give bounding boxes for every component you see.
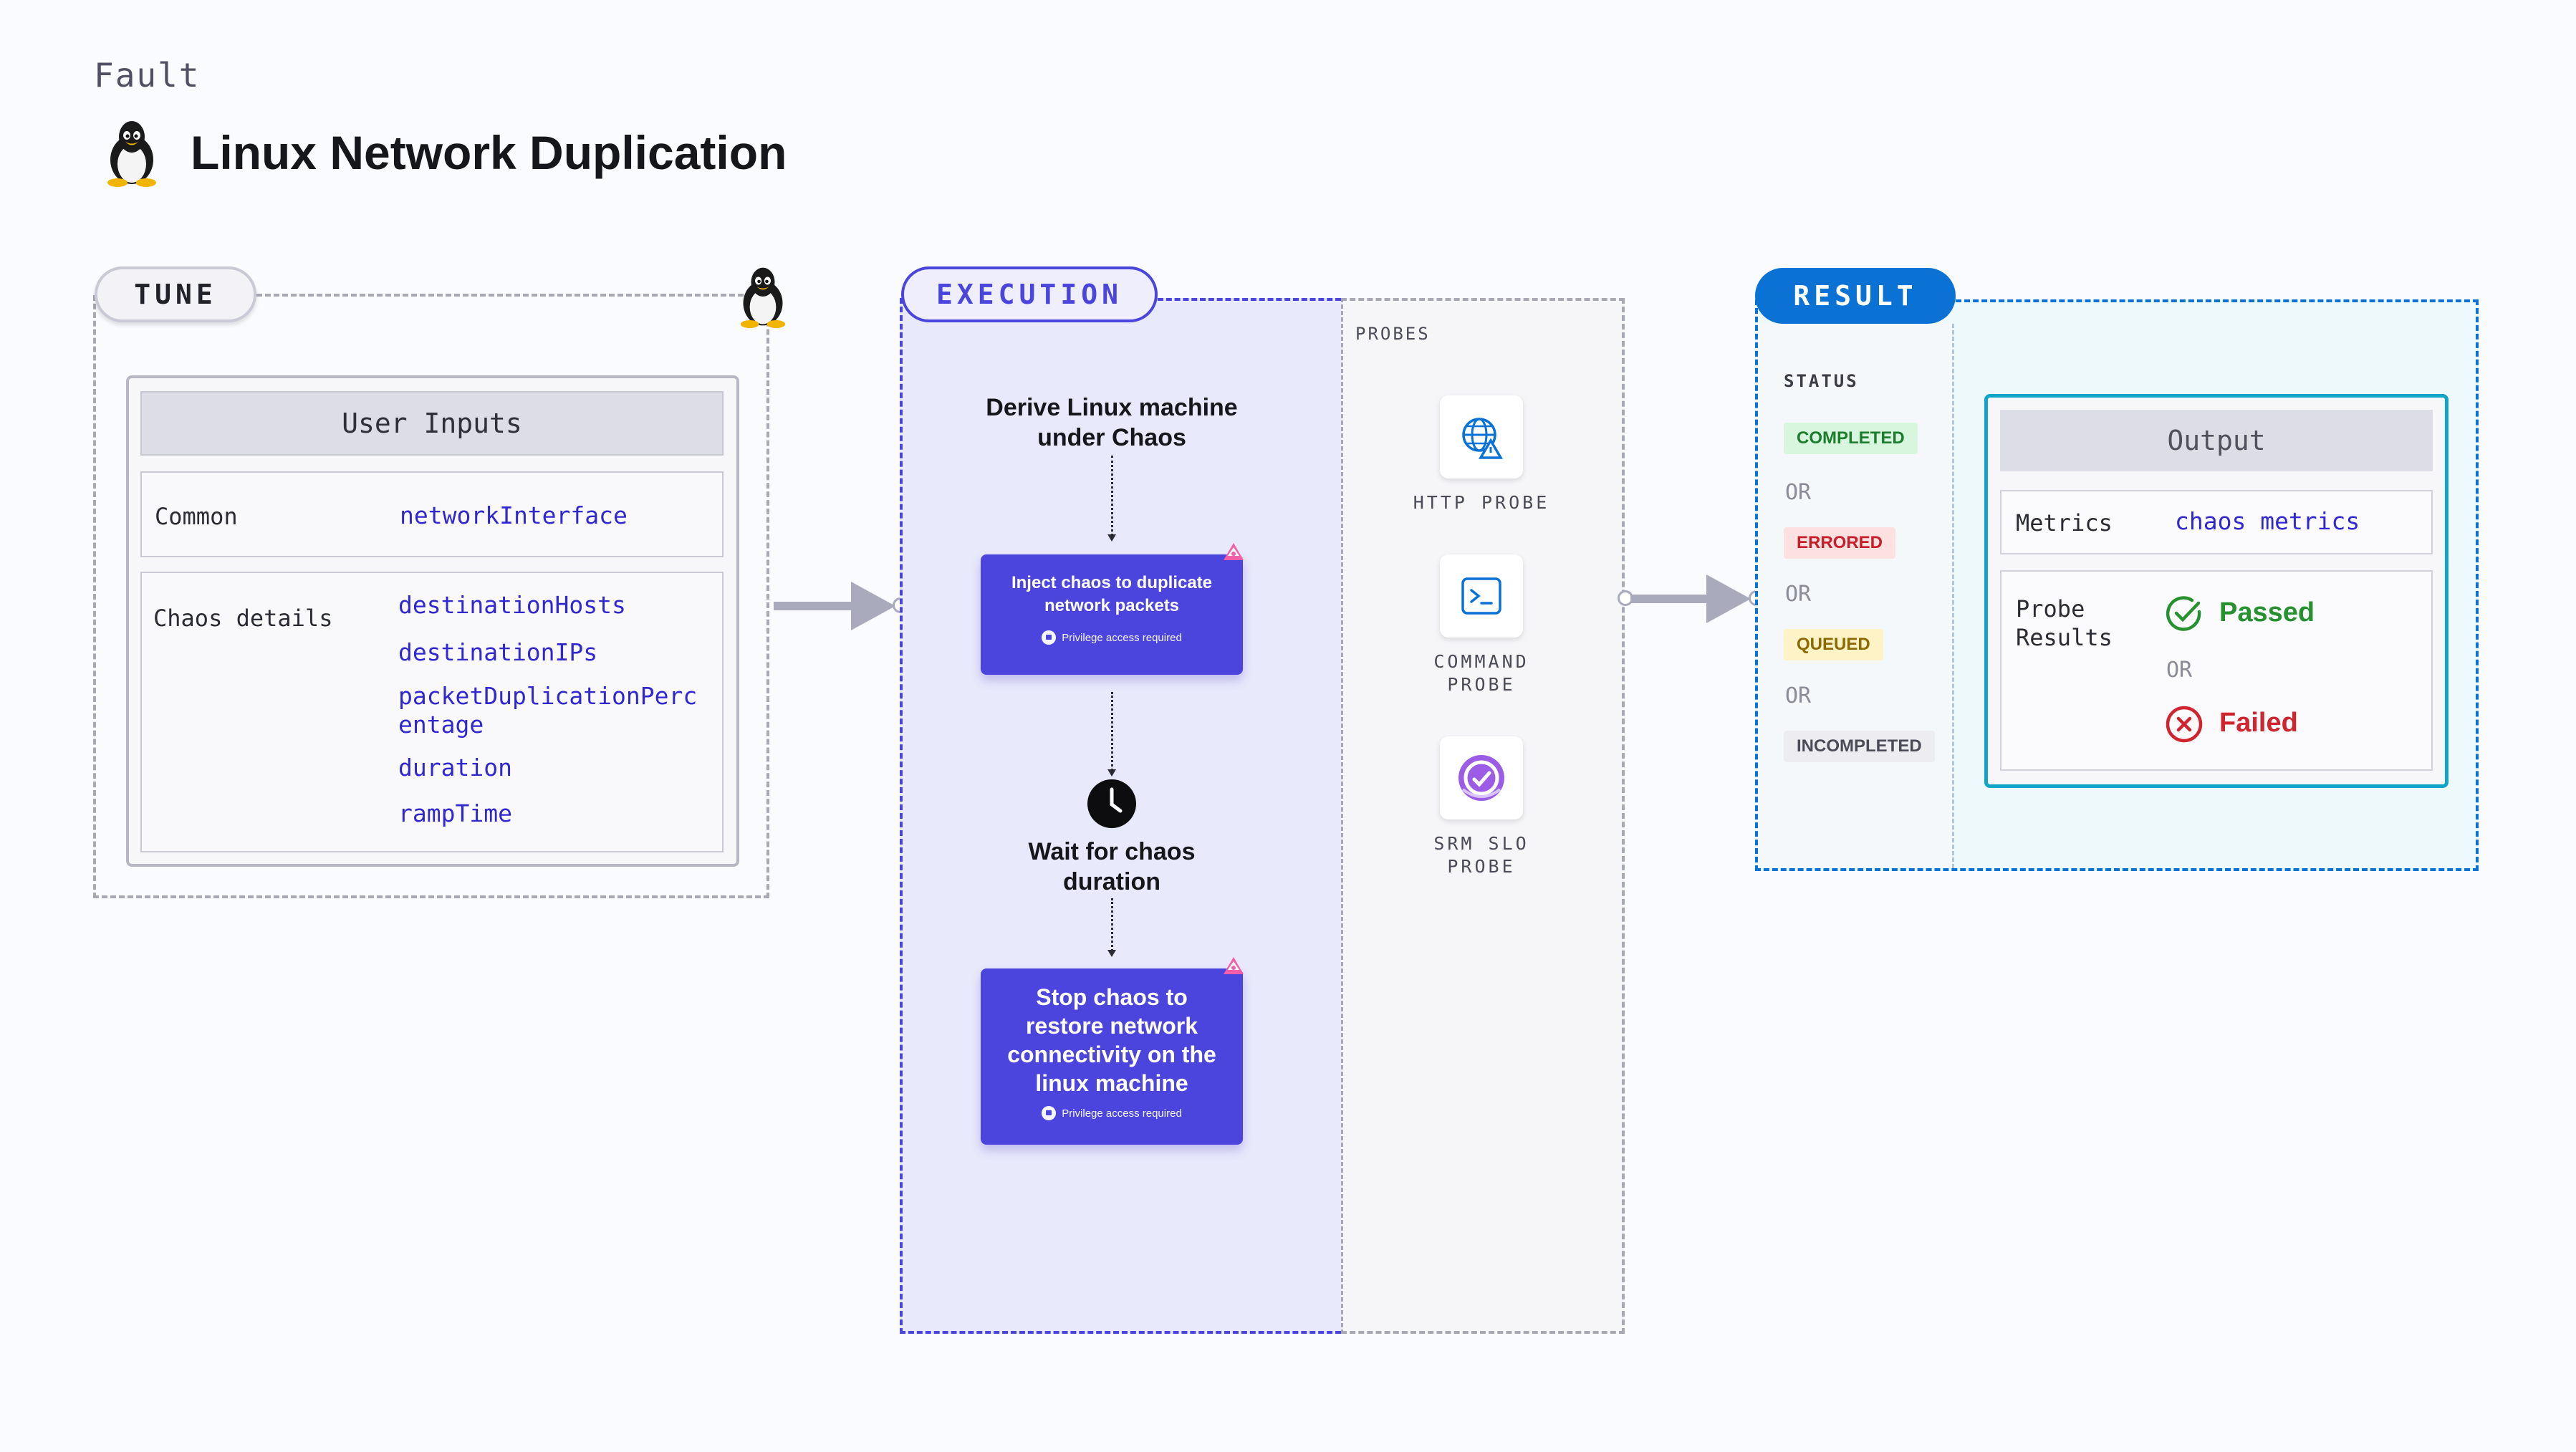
privilege-note: Privilege access required — [981, 630, 1243, 645]
chaos-badge-icon — [1224, 543, 1244, 560]
result-frame-top — [1956, 299, 2479, 302]
privilege-note: Privilege access required — [981, 1106, 1243, 1120]
param-network-interface: networkInterface — [400, 501, 628, 529]
param-ramp-time: rampTime — [398, 799, 512, 827]
param-destination-hosts: destinationHosts — [398, 591, 626, 619]
param-packet-duplication-percentage: packetDuplicationPerc — [398, 682, 698, 710]
page-title: Linux Network Duplication — [191, 126, 787, 179]
or-separator: OR — [1785, 582, 1812, 607]
command-probe-line1: COMMAND — [1433, 651, 1529, 672]
srm-slo-probe-name: SRM SLO PROBE — [1374, 832, 1589, 878]
arrow-head — [1706, 574, 1751, 623]
metrics-row — [2000, 490, 2433, 554]
eyebrow: Fault — [94, 56, 201, 95]
step-inject-chaos: Inject chaos to duplicate network packet… — [981, 554, 1243, 675]
chaos-badge-icon — [1224, 957, 1244, 974]
command-probe-line2: PROBE — [1447, 674, 1516, 695]
connector-line — [1111, 456, 1113, 536]
user-inputs-title: User Inputs — [140, 391, 724, 456]
command-probe-name: COMMAND PROBE — [1374, 650, 1589, 696]
slo-gauge-icon — [1458, 755, 1504, 801]
output-title: Output — [2000, 410, 2433, 471]
step-wait-duration: Wait for chaos duration — [950, 837, 1274, 897]
probes-label: PROBES — [1355, 324, 1431, 344]
param-packet-duplication-percentage-wrap: entage — [398, 711, 484, 739]
srm-slo-line1: SRM SLO — [1433, 833, 1529, 854]
http-probe-tile — [1440, 395, 1523, 479]
param-duration: duration — [398, 754, 512, 782]
connector-arrowhead — [1107, 534, 1116, 542]
connector-line — [1111, 692, 1113, 771]
step-stop-chaos: Stop chaos to restore network connectivi… — [981, 968, 1243, 1145]
common-label: Common — [155, 503, 238, 530]
or-separator: OR — [2166, 658, 2193, 683]
lock-icon — [1042, 1106, 1057, 1120]
chaos-details-section — [140, 572, 724, 852]
connector-arrowhead — [1107, 950, 1116, 957]
stop-line1: Stop chaos to — [1036, 984, 1188, 1010]
inject-line2: network packets — [1044, 596, 1180, 615]
execution-frame-top — [1158, 298, 1341, 301]
status-errored: ERRORED — [1784, 527, 1896, 559]
linux-penguin-icon — [740, 267, 786, 328]
status-incompleted: INCOMPLETED — [1784, 731, 1935, 762]
chaos-details-label: Chaos details — [153, 605, 333, 632]
stop-line3: connectivity on the — [1007, 1042, 1216, 1067]
srm-slo-line2: PROBE — [1447, 856, 1516, 877]
lock-icon — [1042, 630, 1057, 645]
check-circle-icon — [2166, 596, 2201, 631]
chaos-metrics-link[interactable]: chaos metrics — [2175, 507, 2360, 535]
probe-results-line2: Results — [2016, 624, 2113, 651]
globe-warning-icon — [1462, 418, 1504, 459]
clock-icon — [1087, 779, 1136, 828]
or-separator: OR — [1785, 480, 1812, 505]
step-derive-line1: Derive Linux machine — [986, 394, 1238, 421]
step-derive-machine: Derive Linux machine under Chaos — [950, 393, 1274, 453]
passed-label: Passed — [2219, 597, 2315, 628]
title-row: Linux Network Duplication — [102, 118, 787, 187]
status-queued: QUEUED — [1784, 629, 1883, 660]
privilege-text: Privilege access required — [1062, 1107, 1182, 1120]
metrics-label: Metrics — [2016, 509, 2113, 537]
failed-label: Failed — [2219, 708, 2298, 738]
tune-frame — [93, 295, 769, 898]
arrow-execution-to-result — [1630, 595, 1709, 603]
execution-pill: EXECUTION — [901, 266, 1158, 322]
param-destination-ips: destinationIPs — [398, 638, 598, 666]
probe-results-row — [2000, 570, 2433, 771]
probe-results-line1: Probe — [2016, 595, 2085, 622]
connector-line — [1111, 898, 1113, 951]
arrow-tune-to-execution — [774, 602, 854, 610]
http-probe-label: HTTP PROBE — [1413, 492, 1550, 513]
or-separator: OR — [1785, 683, 1812, 708]
step-derive-line2: under Chaos — [1037, 424, 1186, 451]
x-circle-icon — [2166, 706, 2203, 743]
srm-slo-probe-tile — [1440, 736, 1523, 819]
http-probe-name: HTTP PROBE — [1374, 491, 1589, 514]
command-probe-tile — [1440, 554, 1523, 638]
stop-line4: linux machine — [1035, 1070, 1188, 1096]
status-completed: COMPLETED — [1784, 423, 1918, 454]
inject-line1: Inject chaos to duplicate — [1011, 573, 1213, 592]
tune-frame-top — [256, 294, 769, 297]
tune-pill: TUNE — [95, 266, 256, 322]
wait-line2: duration — [1063, 868, 1160, 895]
stop-line2: restore network — [1025, 1013, 1198, 1039]
common-section — [140, 471, 724, 557]
result-pill: RESULT — [1755, 268, 1956, 324]
probe-results-label: Probe Results — [2016, 595, 2113, 652]
status-label: STATUS — [1784, 371, 1859, 391]
terminal-icon — [1461, 577, 1501, 615]
arrow-head — [851, 582, 895, 630]
linux-penguin-icon — [107, 121, 156, 187]
wait-line1: Wait for chaos — [1028, 838, 1196, 865]
privilege-text: Privilege access required — [1062, 631, 1182, 644]
status-column — [1758, 324, 1954, 868]
connector-arrowhead — [1107, 769, 1116, 777]
